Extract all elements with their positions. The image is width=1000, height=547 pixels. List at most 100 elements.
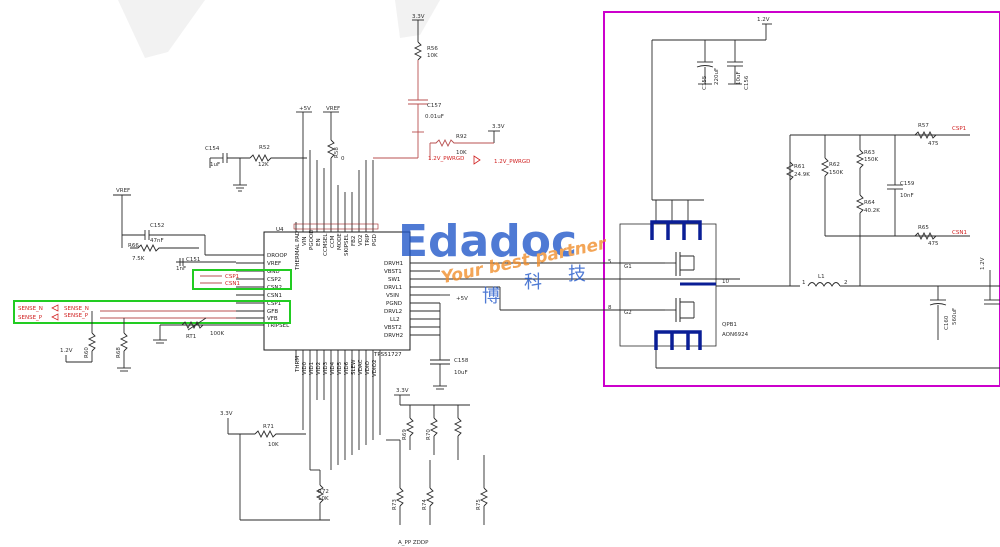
pin-ccmsel: CCMSEL — [323, 233, 329, 256]
net-sense-n-b: SENSE_N — [64, 306, 89, 312]
r61-val: 24.9K — [794, 172, 810, 178]
pin-vbst2: VBST2 — [384, 325, 402, 331]
r64-ref: R64 — [864, 200, 875, 206]
pin-vo2: VO2 — [358, 235, 364, 247]
pin-vin: VIN — [302, 237, 308, 247]
r57-ref: R57 — [918, 123, 929, 129]
ic-left-pins: DROOP VREF GND CSP2 CSN2 CSN1 CSP1 GFB V… — [236, 253, 290, 329]
l1-ref: L1 — [818, 274, 825, 280]
net-3v3-r92: 3.3V — [492, 124, 505, 130]
net-csn1: CSN1 — [225, 281, 240, 287]
pin-droop: DROOP — [267, 253, 288, 259]
pin-vref: VREF — [267, 261, 281, 267]
pin-gnd: GND — [267, 269, 280, 275]
c157-val: 0.01uF — [425, 114, 444, 120]
pin-pgood: PGOOD — [309, 230, 315, 250]
pin-vid0: VID0 — [302, 361, 308, 375]
pin-en: EN — [316, 238, 322, 246]
r92-ref: R92 — [456, 134, 467, 140]
net-sense-n: SENSE_N — [18, 306, 43, 312]
gate-drive-wires: 5 8 — [440, 259, 740, 311]
pin-thermal-pad: THERMAL PAD — [295, 231, 301, 271]
pgood-network: 3.3V R56 10K C157 0.01uF 3.3V R92 10K 1.… — [373, 14, 530, 165]
net-vref-left: VREF — [116, 188, 130, 194]
dual-mosfet[interactable]: QPB1 AON6924 G1 G2 10 — [619, 199, 1000, 369]
net-sense-p-b: SENSE_P — [64, 313, 89, 319]
gate-g2: G2 — [624, 310, 632, 316]
power-stage-box — [603, 11, 1000, 387]
net-1v2-left: 1.2V — [60, 348, 73, 354]
pin-ccm: CCM — [330, 235, 336, 248]
pin-fb2: FB2 — [351, 236, 357, 246]
watermark: Edadoc Your best partner 博 科 技 — [398, 216, 610, 307]
net-vref-top: VREF — [326, 106, 340, 112]
sense-highlight-box — [13, 300, 291, 324]
footer-label: A_PP ZDDP — [398, 540, 429, 546]
ic-bottom-pins: THRM VID0 VID1 VID2 VID3 VID4 VID5 VID6 … — [295, 350, 381, 470]
r52-ref: R52 — [259, 145, 270, 151]
pin-drvl2: DRVL2 — [384, 309, 402, 315]
r52-val: 12K — [258, 162, 269, 168]
pin-2: 2 — [844, 280, 848, 286]
r66-ref: R66 — [128, 243, 139, 249]
watermark-brand: Edadoc — [398, 216, 577, 267]
gate-g1: G1 — [624, 264, 632, 270]
net-1v2-right: 1.2V — [980, 257, 986, 270]
c157-ref: C157 — [427, 103, 442, 109]
pin-trip: TRIP — [365, 233, 371, 247]
pin-csp1: CSP1 — [267, 301, 281, 307]
qpb1-ref: QPB1 — [722, 322, 737, 328]
pin-vdio2: VDIO2 — [372, 360, 378, 377]
r60-ref: R60 — [84, 347, 90, 358]
r63-ref: R63 — [864, 150, 875, 156]
pin-vid1: VID1 — [309, 362, 315, 375]
cs-highlight-box — [192, 269, 292, 290]
r57-val: 475 — [928, 141, 939, 147]
c154-ref: C154 — [205, 146, 220, 152]
pin-slew: SLEW — [351, 359, 357, 375]
compensation-network: +5V VREF R58 0 C154 1uF R52 12K — [205, 106, 345, 192]
pin-vid4: VID4 — [330, 361, 336, 375]
r74-ref: R74 — [422, 499, 428, 510]
pin-ll2: LL2 — [390, 317, 400, 323]
r65-ref: R65 — [918, 225, 929, 231]
r72-ref: R72 — [318, 489, 329, 495]
pin-v5in: V5IN — [386, 293, 399, 299]
pin-drvl1: DRVL1 — [384, 285, 402, 291]
c155-val: 220uF — [714, 68, 720, 85]
ic-ref: U4 — [276, 227, 284, 233]
input-capacitors: 1.2V C155 220uF C156 10uF — [651, 17, 772, 200]
watermark-stripe-left — [118, 0, 205, 58]
net-sense-p: SENSE_P — [18, 315, 43, 321]
pin-8: 8 — [608, 305, 612, 311]
r63-val: 150K — [864, 157, 878, 163]
net-csp1-right: CSP1 — [952, 126, 966, 132]
r69-ref: R69 — [402, 429, 408, 440]
pin-vfb: VFB — [267, 316, 278, 322]
c160-val: 560uF — [952, 308, 958, 325]
pin-5: 5 — [608, 259, 612, 265]
watermark-stripe-right — [395, 0, 440, 38]
net-5v-right: +5V — [456, 296, 468, 302]
c159-ref: C159 — [900, 181, 915, 187]
ic-part: TPS51727 — [373, 352, 402, 358]
net-1v2-top: 1.2V — [757, 17, 770, 23]
r58-ref: R58 — [334, 147, 340, 158]
net-pwrgd-a: 1.2V_PWRGD — [428, 156, 464, 162]
controller-ic[interactable] — [263, 231, 411, 351]
ic-top-pins: THERMAL PAD VIN PGOOD EN CCMSEL CCM MODE… — [293, 150, 379, 271]
qpb1-val: AON6924 — [722, 332, 749, 338]
pin-csn1: CSN1 — [267, 293, 282, 299]
pin-mode: MODE — [337, 233, 343, 250]
net-pwrgd-b: 1.2V_PWRGD — [494, 159, 530, 165]
r61-ref: R61 — [794, 164, 805, 170]
rt1-ref: RT1 — [186, 334, 196, 340]
r72-val: 10K — [318, 496, 329, 502]
r75-ref: R75 — [476, 499, 482, 510]
pin-thrm: THRM — [295, 356, 301, 373]
pin-pgnd: PGND — [386, 301, 402, 307]
pin-vbst1: VBST1 — [384, 269, 402, 275]
pin-vid6: VID6 — [344, 361, 350, 375]
r56-ref: R56 — [427, 46, 438, 52]
